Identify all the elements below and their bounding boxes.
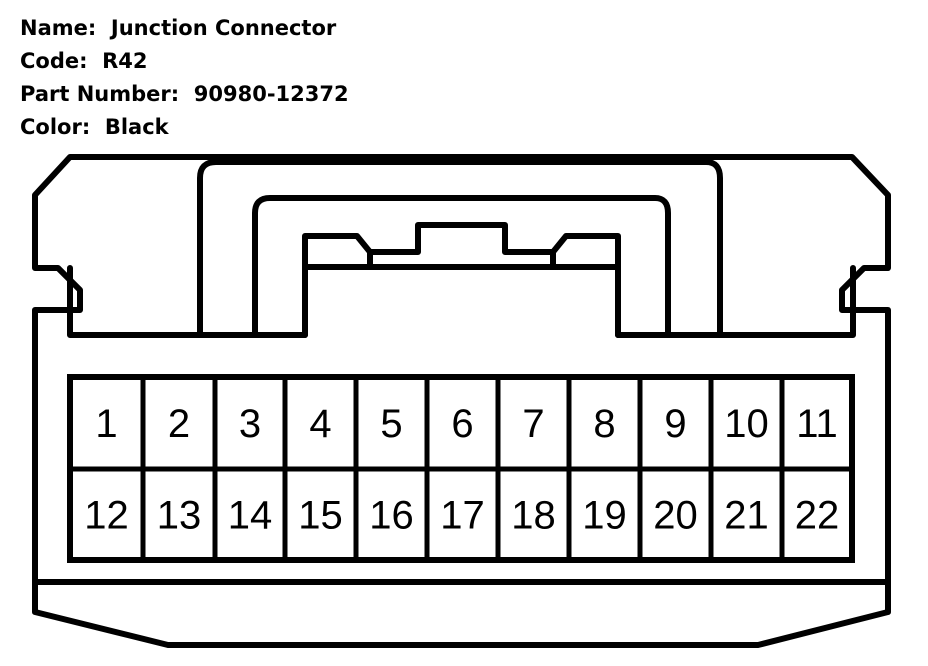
name-label: Name: — [20, 16, 97, 40]
part-number-label: Part Number: — [20, 82, 180, 106]
shoulder-left — [67, 265, 308, 338]
pin-label: 9 — [664, 402, 686, 446]
pin-label: 6 — [451, 402, 473, 446]
pin-label: 8 — [593, 402, 615, 446]
code-label: Code: — [20, 49, 88, 73]
housing-outline — [32, 154, 891, 648]
pin-label: 20 — [653, 494, 698, 538]
pin-label: 21 — [724, 494, 769, 538]
part-number-value: 90980-12372 — [193, 82, 349, 106]
lock-inner — [252, 195, 671, 338]
pin-label: 22 — [795, 494, 840, 538]
pin-label: 13 — [157, 494, 202, 538]
pin-label: 17 — [440, 494, 485, 538]
pin-label: 5 — [380, 402, 402, 446]
shoulder-right — [615, 265, 856, 338]
pin-label: 7 — [522, 402, 544, 446]
pin-label: 3 — [239, 402, 261, 446]
name-value: Junction Connector — [110, 16, 337, 40]
pin-label: 11 — [796, 402, 838, 446]
pin-label: 1 — [95, 402, 117, 446]
pin-label: 19 — [582, 494, 627, 538]
lock-outer — [197, 159, 723, 338]
code-value: R42 — [102, 49, 148, 73]
code-line: Code: R42 — [20, 45, 349, 78]
color-value: Black — [104, 115, 169, 139]
name-line: Name: Junction Connector — [20, 12, 349, 45]
pin-label: 14 — [228, 494, 273, 538]
pin-label: 10 — [724, 402, 769, 446]
color-label: Color: — [20, 115, 91, 139]
pin-label: 2 — [168, 402, 190, 446]
latch — [302, 222, 621, 338]
pin-label: 12 — [84, 494, 129, 538]
pin-label: 4 — [309, 402, 331, 446]
connector-info: Name: Junction Connector Code: R42 Part … — [20, 12, 349, 144]
color-line: Color: Black — [20, 111, 349, 144]
pin-label: 18 — [511, 494, 556, 538]
part-number-line: Part Number: 90980-12372 — [20, 78, 349, 111]
pin-label: 16 — [369, 494, 414, 538]
pin-label: 15 — [298, 494, 343, 538]
